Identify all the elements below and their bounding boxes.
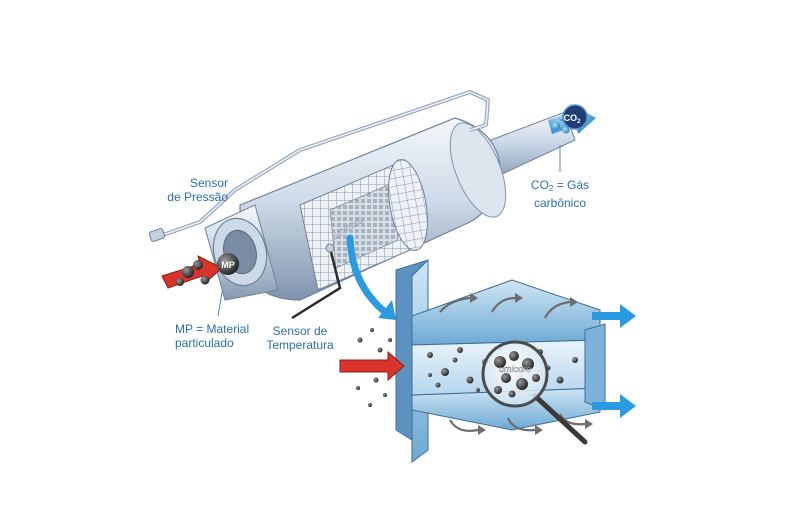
top-porous-wall: [411, 279, 601, 346]
clean-gas-outflow-arrows: [592, 304, 636, 418]
temperature-sensor-label: Sensor de Temperatura: [266, 324, 334, 352]
co2-definition-label: CO2 = Gás carbônico: [530, 178, 590, 210]
mp-inlet-arrow: [161, 253, 239, 289]
channel-end-plug: [584, 323, 606, 411]
mp-badge-text: MP: [221, 260, 235, 270]
outlet-end-cap: [449, 122, 507, 218]
co2-outlet-arrow: [548, 104, 596, 134]
mp-badge: [217, 253, 239, 275]
exhaust-inflow-arrow: [339, 350, 405, 382]
mp-definition-label: MP = Material particulado: [175, 322, 250, 350]
co2-badge-text: CO2: [564, 113, 582, 125]
co2-badge: [562, 104, 588, 130]
leader-lines: [217, 145, 561, 317]
zoom-transition-arrow: [346, 234, 389, 316]
pressure-sensor-head: [148, 227, 166, 243]
magnifier: [481, 340, 588, 445]
magnifier-handle: [532, 393, 588, 445]
gas-escape-arrows: [439, 296, 586, 432]
pressure-sensor-label: Sensor de Pressão: [167, 176, 228, 204]
temperature-probe: [291, 247, 342, 320]
magnifier-logo: umicore: [499, 364, 531, 374]
